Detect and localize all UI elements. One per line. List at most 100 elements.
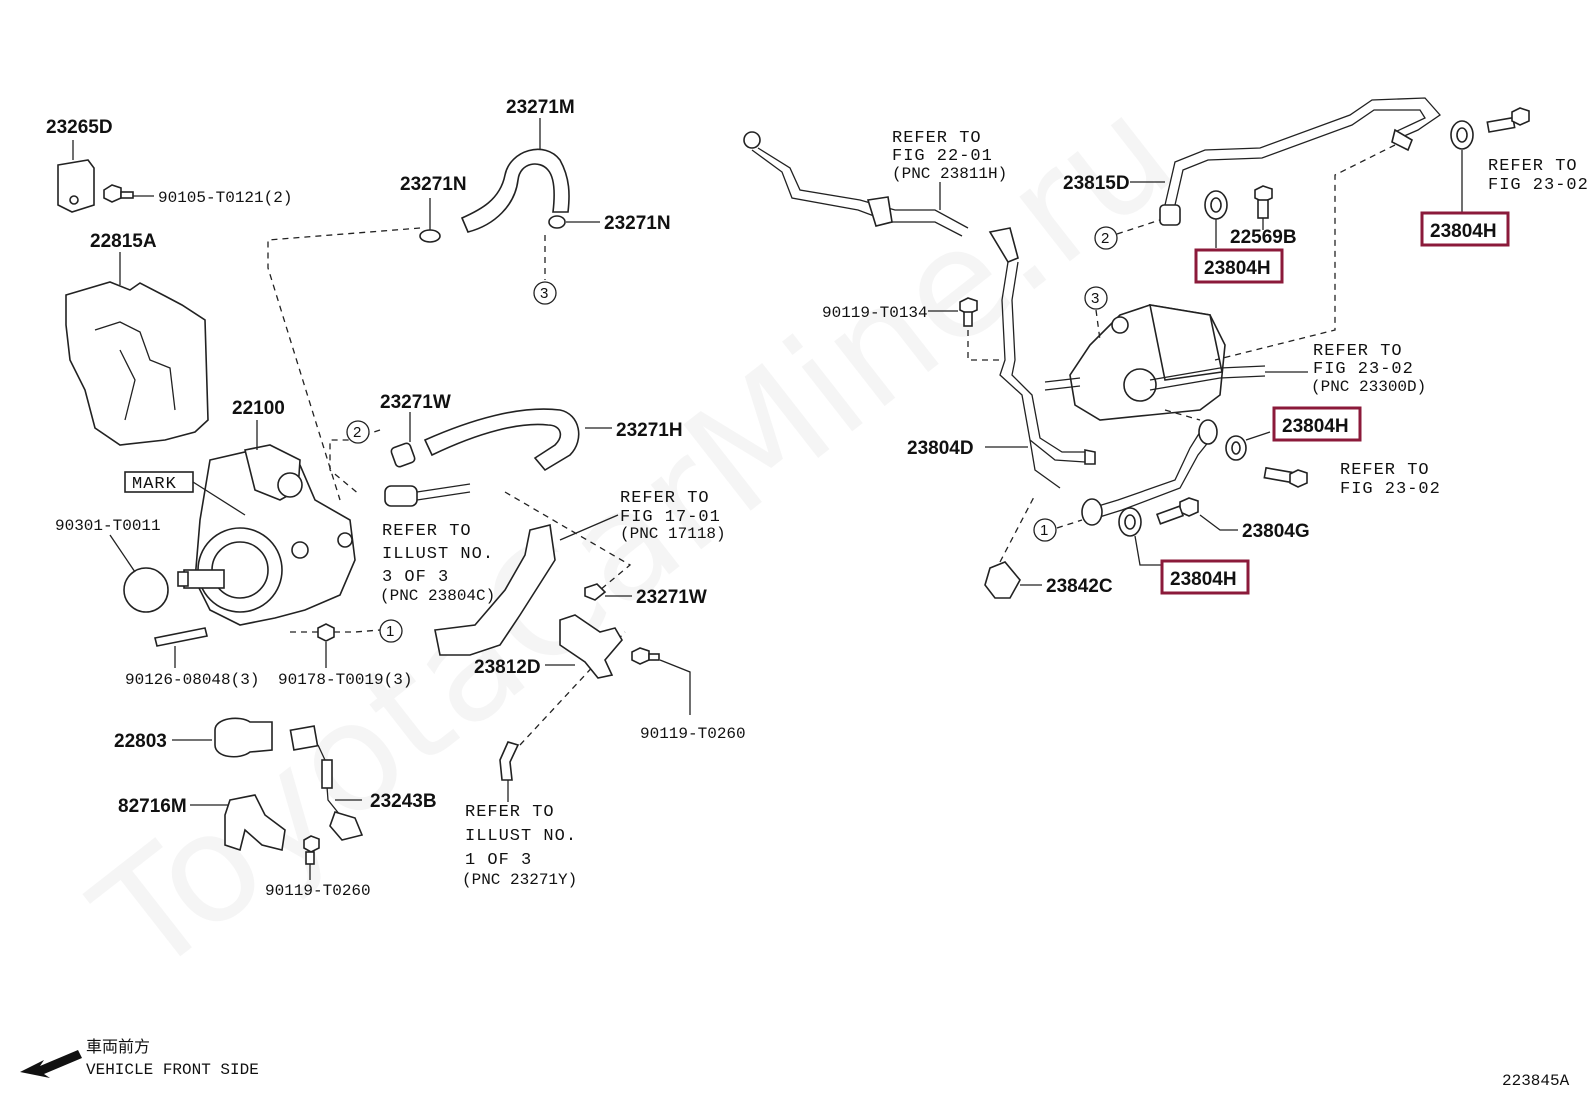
pump-22100-drawing[interactable] [177, 444, 356, 626]
svg-text:2: 2 [353, 424, 361, 441]
label-23804G[interactable]: 23804G [1242, 521, 1310, 542]
label-90105[interactable]: 90105-T0121(2) [158, 189, 292, 207]
ref-fig22[interactable]: REFER TO FIG 22-01 (PNC 23811H) [892, 129, 1007, 183]
pipe-23804D-drawing[interactable] [988, 227, 1096, 489]
label-22569B[interactable]: 22569B [1230, 227, 1297, 248]
label-23842C[interactable]: 23842C [1046, 576, 1113, 597]
front-side-en: VEHICLE FRONT SIDE [86, 1061, 259, 1079]
bracket-82716M-drawing[interactable] [224, 794, 286, 852]
svg-text:(PNC 23811H): (PNC 23811H) [892, 165, 1007, 183]
label-23804D[interactable]: 23804D [907, 438, 974, 459]
svg-text:3 OF 3: 3 OF 3 [382, 568, 449, 587]
front-side-jp: 車両前方 [86, 1038, 150, 1057]
label-22815A[interactable]: 22815A [90, 231, 157, 252]
fitting-23271W-a-drawing[interactable] [390, 442, 416, 468]
svg-text:1: 1 [386, 623, 394, 640]
supply-pump-drawing[interactable] [1044, 304, 1226, 421]
sensor-23243B-drawing[interactable] [289, 725, 364, 841]
pipe-lower-right-drawing[interactable] [1081, 419, 1218, 526]
bolt-90119-b-drawing[interactable] [303, 835, 320, 865]
highlight-23804H-1[interactable]: 23804H [1194, 248, 1284, 284]
stud-90126-drawing[interactable] [154, 627, 208, 647]
gasket-top-b-drawing[interactable] [1450, 120, 1474, 150]
bolt-22569B-drawing[interactable] [1254, 185, 1273, 219]
label-23271N-b[interactable]: 23271N [604, 213, 671, 234]
oring-90301-drawing[interactable] [123, 567, 169, 613]
highlight-23804H-3[interactable]: 23804H [1272, 406, 1362, 442]
fuel-pipe-top-drawing[interactable] [743, 131, 969, 237]
front-arrow-icon [20, 1050, 82, 1078]
svg-text:FIG 22-01: FIG 22-01 [892, 147, 993, 166]
svg-text:REFER TO: REFER TO [1313, 342, 1403, 361]
clip-23271W-b-drawing[interactable] [584, 583, 607, 601]
bracket-23812D-drawing[interactable] [434, 524, 556, 656]
clip-23271N-b-drawing[interactable] [548, 215, 566, 229]
bolt-right-low-drawing[interactable] [1263, 466, 1308, 488]
highlight-23804H-4[interactable]: 23804H [1160, 559, 1250, 595]
label-22803[interactable]: 22803 [114, 731, 167, 752]
label-23812D[interactable]: 23812D [474, 657, 541, 678]
svg-text:23804H: 23804H [1430, 221, 1497, 242]
gasket-top-a-drawing[interactable] [1204, 190, 1228, 220]
svg-text:1: 1 [1040, 522, 1048, 539]
figure-id: 223845A [1502, 1072, 1570, 1090]
label-90178[interactable]: 90178-T0019(3) [278, 671, 412, 689]
small-hose-drawing[interactable] [499, 741, 520, 781]
tube-bracket-drawing[interactable] [559, 614, 623, 679]
gasket-mid-drawing[interactable] [1225, 435, 1247, 461]
gasket-lower-drawing[interactable] [1118, 507, 1142, 537]
svg-text:3: 3 [540, 285, 548, 302]
label-23271N-a[interactable]: 23271N [400, 174, 467, 195]
ref-fig23-top[interactable]: REFER TO FIG 23-02 [1488, 157, 1589, 195]
svg-text:23804H: 23804H [1170, 569, 1237, 590]
clip-23842C-drawing[interactable] [984, 561, 1021, 599]
ref-fig17[interactable]: REFER TO FIG 17-01 (PNC 17118) [620, 489, 726, 543]
label-23243B[interactable]: 23243B [370, 791, 437, 812]
label-23271W-a[interactable]: 23271W [380, 392, 451, 413]
highlight-23804H-2[interactable]: 23804H [1420, 211, 1510, 247]
svg-text:1 OF 3: 1 OF 3 [465, 851, 532, 870]
svg-text:(PNC 23804C): (PNC 23804C) [380, 587, 495, 605]
label-22100[interactable]: 22100 [232, 398, 285, 419]
label-23265D[interactable]: 23265D [46, 117, 113, 138]
hose-23271M-drawing[interactable] [460, 148, 570, 233]
part-22803-drawing[interactable] [214, 717, 273, 758]
label-23815D[interactable]: 23815D [1063, 173, 1130, 194]
svg-text:FIG 23-02: FIG 23-02 [1488, 176, 1589, 195]
bolt-top-right-drawing[interactable] [1486, 107, 1530, 133]
callout-1-right [1033, 518, 1057, 542]
bolt-90119-c-drawing[interactable] [959, 297, 978, 327]
part-23265D-drawing[interactable] [57, 159, 95, 213]
bolt-90105-drawing[interactable] [103, 184, 134, 203]
label-90119-c[interactable]: 90119-T0134 [822, 304, 928, 322]
ref-fig23-low[interactable]: REFER TO FIG 23-02 [1340, 461, 1441, 499]
label-23271M[interactable]: 23271M [506, 97, 575, 118]
nut-90178-drawing[interactable] [317, 623, 335, 642]
label-90126[interactable]: 90126-08048(3) [125, 671, 259, 689]
ref-illust3[interactable]: REFER TO ILLUST NO. 3 OF 3 (PNC 23804C) [380, 522, 495, 605]
svg-text:ILLUST NO.: ILLUST NO. [465, 827, 577, 846]
bolt-23804G-drawing[interactable] [1155, 497, 1199, 525]
clip-23271N-a-drawing[interactable] [419, 229, 441, 243]
svg-text:FIG 17-01: FIG 17-01 [620, 508, 721, 527]
hose-23271H-drawing[interactable] [423, 408, 580, 472]
pipe-23815D-drawing[interactable] [1159, 97, 1441, 226]
label-82716M[interactable]: 82716M [118, 796, 187, 817]
pipe-stub-drawing[interactable] [384, 483, 471, 507]
svg-text:FIG 23-02: FIG 23-02 [1340, 480, 1441, 499]
svg-text:(PNC 23271Y): (PNC 23271Y) [462, 871, 577, 889]
label-23271H[interactable]: 23271H [616, 420, 683, 441]
callout-3-left [533, 281, 557, 305]
callout-3-right [1084, 286, 1108, 310]
svg-text:REFER TO: REFER TO [620, 489, 710, 508]
ref-fig23-mid[interactable]: REFER TO FIG 23-02 (PNC 23300D) [1311, 342, 1426, 396]
ref-illust1[interactable]: REFER TO ILLUST NO. 1 OF 3 (PNC 23271Y) [462, 803, 577, 889]
label-90119-b[interactable]: 90119-T0260 [265, 882, 371, 900]
label-90301[interactable]: 90301-T0011 [55, 517, 161, 535]
label-23271W-b[interactable]: 23271W [636, 587, 707, 608]
label-90119-a[interactable]: 90119-T0260 [640, 725, 746, 743]
svg-text:23804H: 23804H [1204, 258, 1271, 279]
part-22815A-drawing[interactable] [65, 281, 209, 446]
bolt-90119-a-drawing[interactable] [631, 647, 660, 665]
